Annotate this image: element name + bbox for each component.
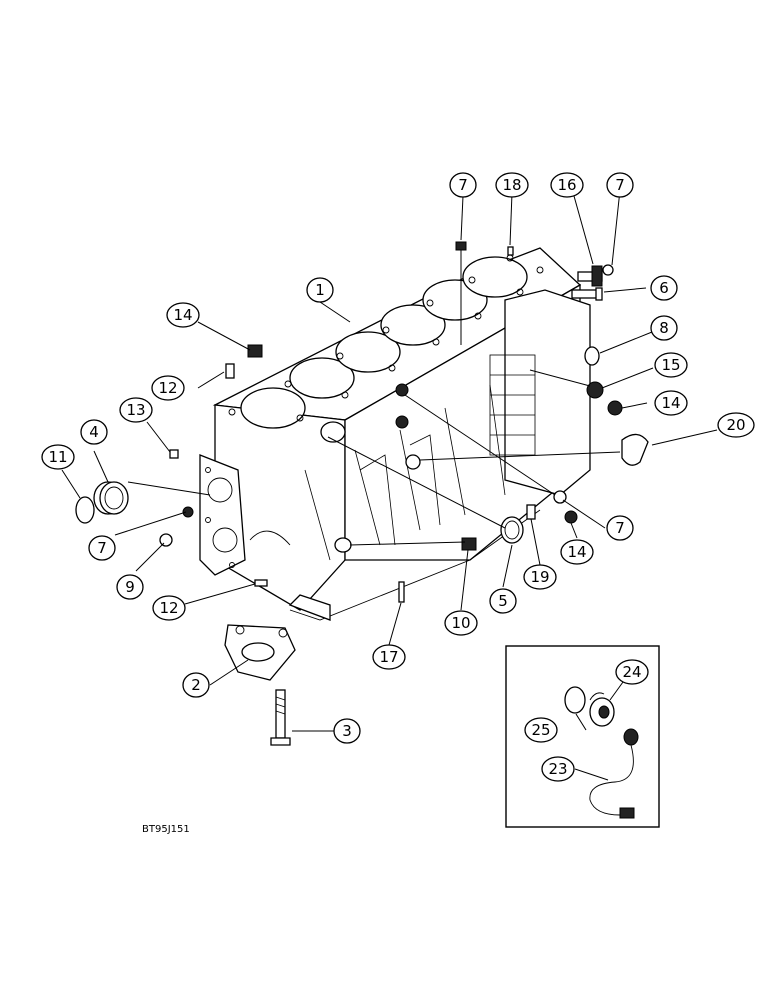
callout-18: 18 bbox=[495, 172, 529, 198]
callout-7-right: 7 bbox=[606, 515, 634, 541]
cylinder-block bbox=[199, 247, 591, 621]
cap-bolt bbox=[270, 689, 291, 746]
plug-13 bbox=[169, 449, 179, 459]
callout-2: 2 bbox=[182, 672, 210, 698]
svg-text:7: 7 bbox=[615, 519, 625, 537]
svg-text:13: 13 bbox=[126, 401, 145, 419]
svg-text:7: 7 bbox=[97, 539, 107, 557]
svg-text:20: 20 bbox=[726, 416, 745, 434]
callout-5: 5 bbox=[489, 588, 517, 614]
callout-7-left: 7 bbox=[88, 535, 116, 561]
callout-17: 17 bbox=[372, 644, 406, 670]
callout-6: 6 bbox=[650, 275, 678, 301]
drawing-code: BT95J151 bbox=[142, 824, 190, 835]
o-ring bbox=[75, 496, 95, 524]
callout-4: 4 bbox=[80, 419, 108, 445]
expansion-plug bbox=[500, 516, 524, 544]
callout-11: 11 bbox=[41, 444, 75, 470]
svg-text:19: 19 bbox=[530, 568, 549, 586]
callout-16: 16 bbox=[550, 172, 584, 198]
svg-text:5: 5 bbox=[498, 592, 508, 610]
callout-14-right: 14 bbox=[654, 390, 688, 416]
callout-13: 13 bbox=[119, 397, 153, 423]
callout-12-bottom: 12 bbox=[152, 595, 186, 621]
svg-text:14: 14 bbox=[567, 543, 586, 561]
plug-14-lower bbox=[564, 510, 578, 524]
callout-20: 20 bbox=[717, 412, 755, 438]
callout-25: 25 bbox=[524, 717, 558, 743]
plug-14-top bbox=[247, 344, 263, 358]
seal-ring-25 bbox=[564, 686, 586, 714]
svg-text:25: 25 bbox=[531, 721, 550, 739]
plug-9 bbox=[159, 533, 173, 547]
callout-7-topright: 7 bbox=[606, 172, 634, 198]
callout-10: 10 bbox=[444, 610, 478, 636]
callout-7-top: 7 bbox=[449, 172, 477, 198]
svg-text:24: 24 bbox=[622, 663, 641, 681]
svg-text:15: 15 bbox=[661, 356, 680, 374]
callout-8: 8 bbox=[650, 315, 678, 341]
leader-lines bbox=[61, 189, 718, 732]
fitting-19 bbox=[526, 504, 536, 520]
callout-14-lower: 14 bbox=[560, 539, 594, 565]
dowel bbox=[507, 246, 514, 256]
svg-text:16: 16 bbox=[557, 176, 576, 194]
svg-text:8: 8 bbox=[659, 319, 669, 337]
plug-10 bbox=[461, 537, 477, 551]
callout-23: 23 bbox=[541, 756, 575, 782]
svg-text:3: 3 bbox=[342, 722, 352, 740]
svg-text:18: 18 bbox=[502, 176, 521, 194]
callout-9: 9 bbox=[116, 574, 144, 600]
callout-15: 15 bbox=[654, 352, 688, 378]
elbow-tube bbox=[621, 433, 649, 466]
svg-text:2: 2 bbox=[191, 676, 201, 694]
svg-text:7: 7 bbox=[615, 176, 625, 194]
dowel-pin bbox=[571, 287, 603, 301]
callout-12-top: 12 bbox=[151, 375, 185, 401]
fitting bbox=[577, 264, 614, 287]
wire-harness bbox=[589, 744, 634, 816]
callout-3: 3 bbox=[333, 718, 361, 744]
svg-text:9: 9 bbox=[125, 578, 135, 596]
svg-text:11: 11 bbox=[48, 448, 67, 466]
sensor-body-24 bbox=[589, 692, 615, 727]
svg-text:12: 12 bbox=[158, 379, 177, 397]
dowel-12-bottom bbox=[254, 579, 268, 587]
pin-17 bbox=[398, 581, 405, 603]
seal-sleeve bbox=[93, 481, 129, 515]
connector-23 bbox=[623, 728, 639, 746]
svg-text:23: 23 bbox=[548, 760, 567, 778]
cup-plug bbox=[584, 346, 600, 366]
svg-text:17: 17 bbox=[379, 648, 398, 666]
plug-14-right bbox=[607, 400, 623, 416]
svg-text:14: 14 bbox=[173, 306, 192, 324]
dowel-12-top bbox=[225, 363, 235, 379]
svg-text:7: 7 bbox=[458, 176, 468, 194]
callout-24: 24 bbox=[615, 659, 649, 685]
svg-text:1: 1 bbox=[315, 281, 325, 299]
plug-15 bbox=[586, 381, 604, 399]
svg-text:12: 12 bbox=[159, 599, 178, 617]
callout-14-top: 14 bbox=[166, 302, 200, 328]
svg-text:10: 10 bbox=[451, 614, 470, 632]
small-plug-top bbox=[455, 241, 467, 251]
svg-text:14: 14 bbox=[661, 394, 680, 412]
svg-text:4: 4 bbox=[89, 423, 99, 441]
plug-7-left bbox=[182, 506, 194, 518]
callout-19: 19 bbox=[523, 564, 557, 590]
bearing-cap bbox=[224, 624, 296, 681]
callout-1: 1 bbox=[306, 277, 334, 303]
svg-text:6: 6 bbox=[659, 279, 669, 297]
